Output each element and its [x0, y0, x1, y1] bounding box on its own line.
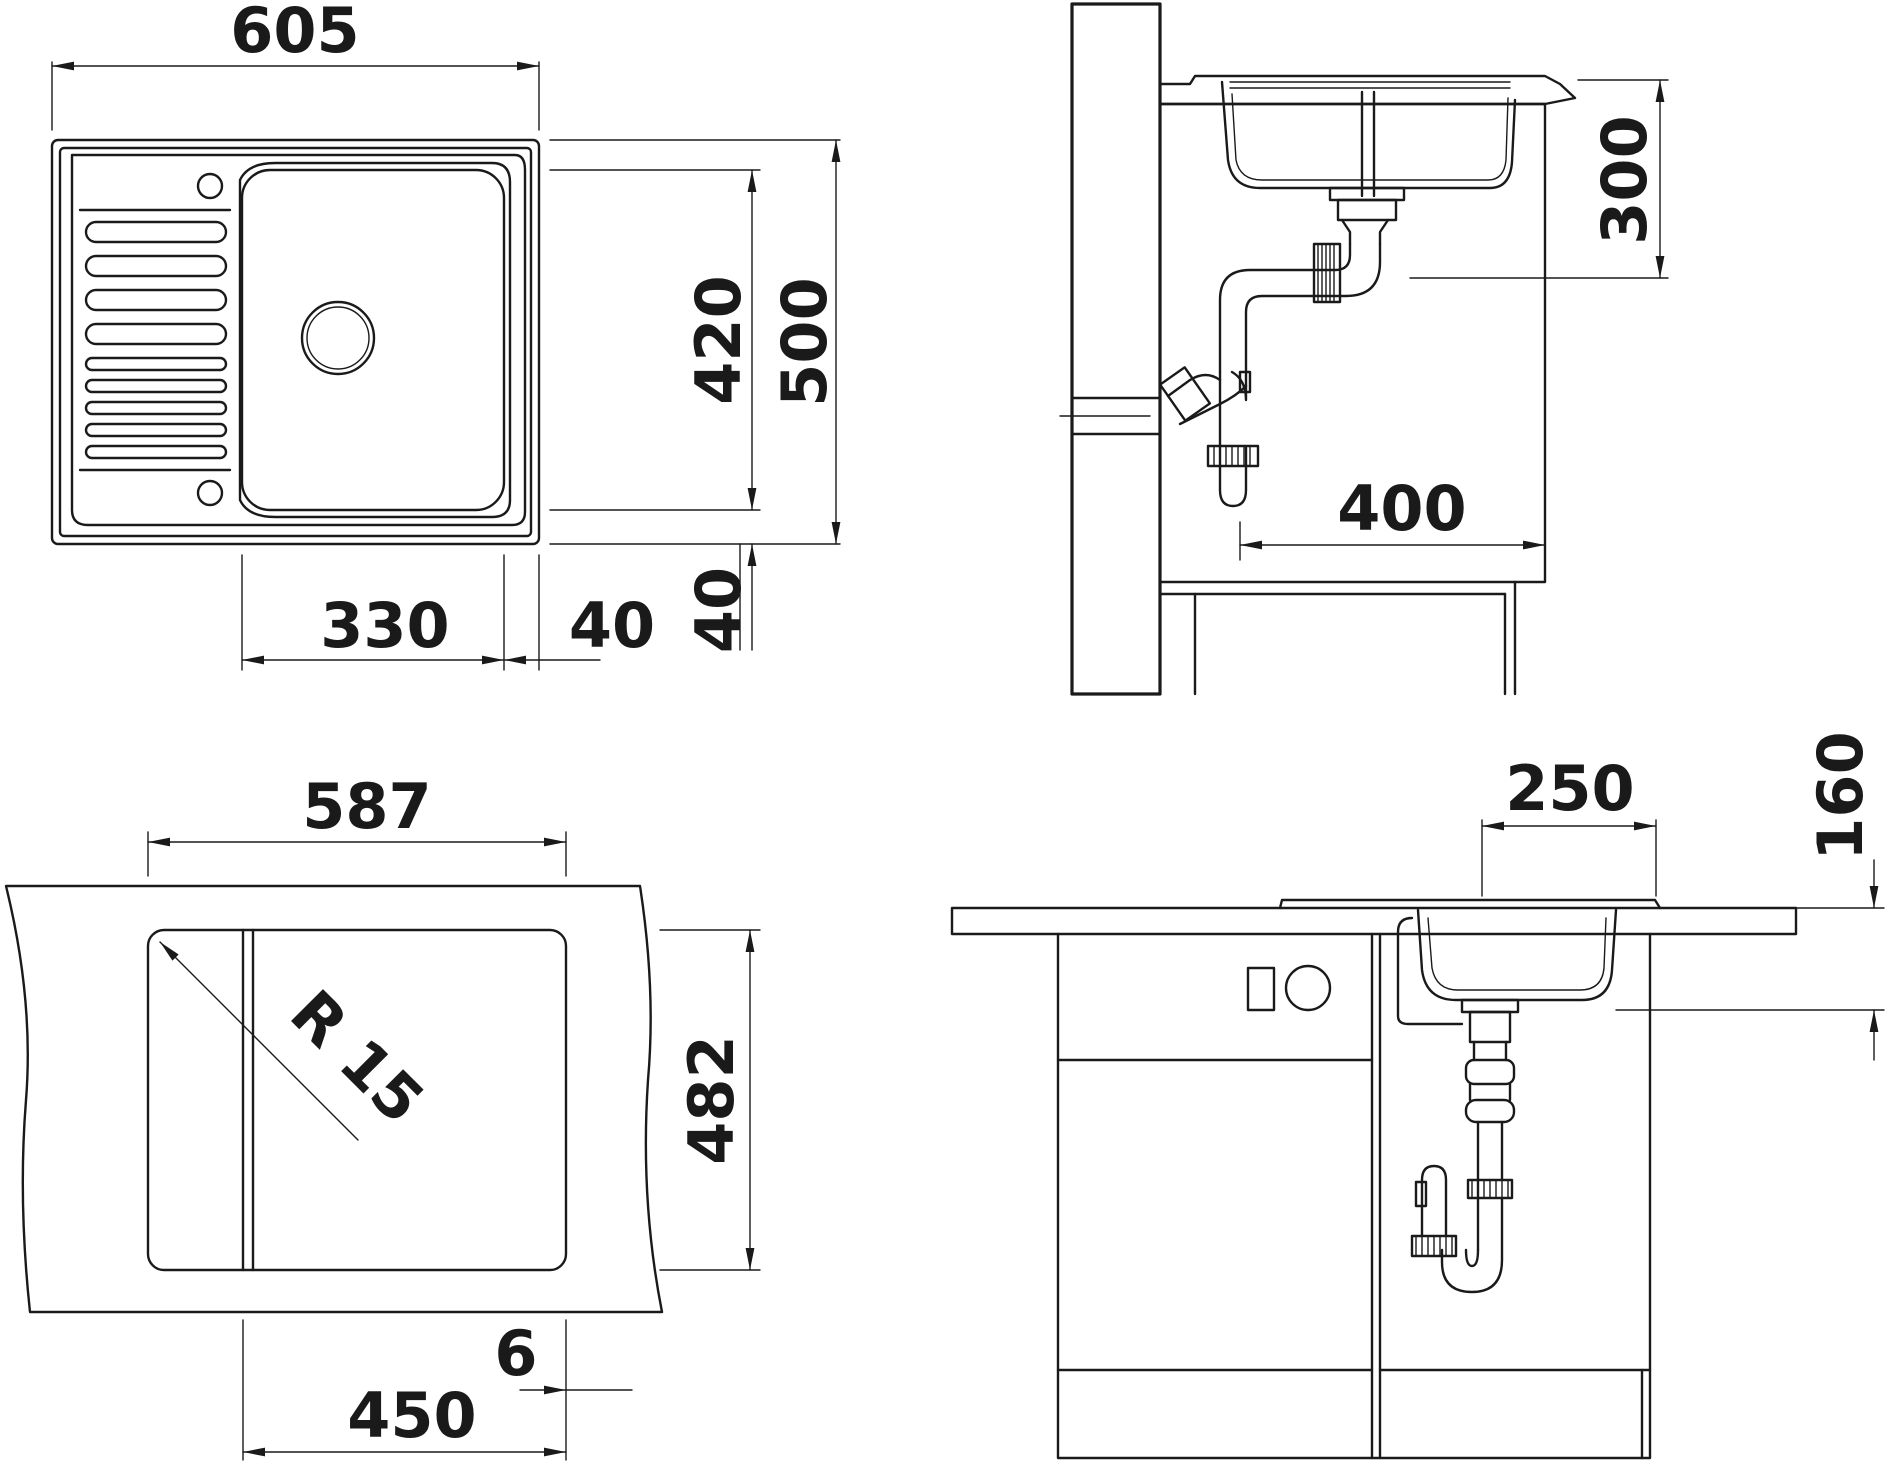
cutout-dimensions: 587 482 R 15 450 6	[147, 770, 755, 1457]
tap-hole-bottom	[196, 479, 224, 507]
drainboard-ribs	[84, 220, 228, 460]
dim-450: 450	[347, 1379, 476, 1452]
electrical-socket	[1284, 964, 1332, 1012]
dim-587: 587	[302, 770, 431, 843]
cutout-view	[4, 831, 761, 1461]
tap-hole-top	[196, 172, 224, 200]
dim-400: 400	[1337, 472, 1466, 545]
dim-500: 500	[768, 277, 841, 406]
drain-inner	[306, 306, 370, 370]
dim-605: 605	[230, 0, 359, 67]
electrical-switch	[1246, 966, 1276, 1012]
dim-482: 482	[675, 1035, 748, 1164]
dim-40-vertical: 40	[682, 567, 755, 653]
dim-420: 420	[682, 275, 755, 404]
dim-r15: R 15	[276, 976, 438, 1138]
front-view-dimensions: 250 160	[1481, 731, 1879, 1061]
front-view	[950, 819, 1885, 1460]
dim-330: 330	[320, 589, 449, 662]
side-view-dimensions: 300 400	[1239, 79, 1665, 550]
dim-160: 160	[1804, 731, 1877, 860]
top-view-dimensions: 605 500 420 40 330 40	[51, 0, 841, 665]
drain-outer	[300, 300, 376, 376]
side-view	[1059, 2, 1669, 696]
dim-40-horizontal: 40	[569, 589, 655, 662]
dim-6: 6	[494, 1317, 537, 1390]
sink-top-view	[50, 61, 841, 671]
cutout-outline	[146, 928, 568, 1272]
dim-250: 250	[1505, 752, 1634, 825]
dim-300: 300	[1588, 115, 1661, 244]
radius-leader	[159, 941, 359, 1141]
